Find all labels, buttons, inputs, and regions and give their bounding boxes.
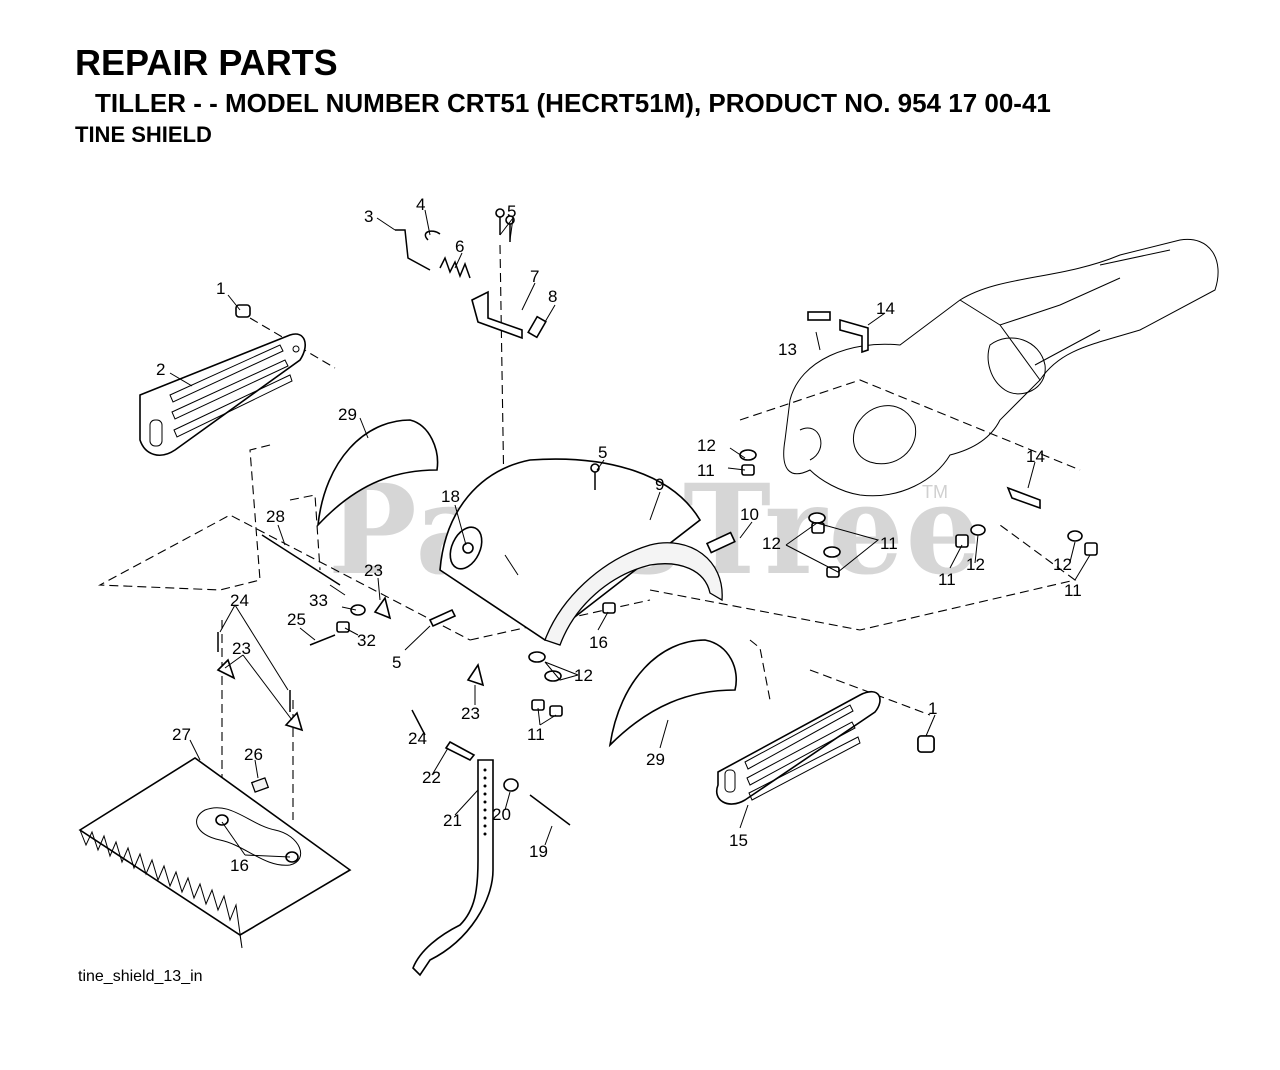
callout-23-mid: 23 [364, 561, 383, 580]
callout-27: 27 [172, 725, 191, 744]
callout-15: 15 [729, 831, 748, 850]
callout-12-c: 12 [966, 555, 985, 574]
callout-23-low: 23 [461, 704, 480, 723]
callout-leaders [169, 209, 1091, 858]
callout-32: 32 [357, 631, 376, 650]
callout-16-low: 16 [230, 856, 249, 875]
callout-5-mid: 5 [598, 443, 607, 462]
callout-labels: 1 2 3 4 5 6 7 8 29 5 9 10 12 11 13 14 14… [156, 195, 1082, 875]
callout-1-top: 1 [216, 279, 225, 298]
callout-8: 8 [548, 287, 557, 306]
callout-12-a: 12 [697, 436, 716, 455]
callout-4: 4 [416, 195, 425, 214]
callout-25: 25 [287, 610, 306, 629]
hardware-parts [216, 208, 1098, 826]
callout-29-left: 29 [338, 405, 357, 424]
callout-14-top: 14 [876, 299, 895, 318]
callout-2: 2 [156, 360, 165, 379]
callout-19: 19 [529, 842, 548, 861]
callout-18: 18 [441, 487, 460, 506]
callout-16-mid: 16 [589, 633, 608, 652]
callout-5-low: 5 [392, 653, 401, 672]
callout-33: 33 [309, 591, 328, 610]
tiller-housing [783, 238, 1219, 497]
callout-20: 20 [492, 805, 511, 824]
callout-24-top: 24 [230, 591, 249, 610]
section-title: TINE SHIELD [75, 122, 212, 147]
page-title: REPAIR PARTS [75, 42, 338, 83]
callout-11-e: 11 [527, 725, 545, 744]
callout-12-b: 12 [762, 534, 781, 553]
callout-12-d: 12 [1053, 555, 1072, 574]
callout-28: 28 [266, 507, 285, 526]
tine-deflector [78, 757, 352, 949]
depth-stake [412, 759, 494, 977]
callout-14-right: 14 [1026, 447, 1045, 466]
callout-26: 26 [244, 745, 263, 764]
callout-1-right: 1 [928, 699, 937, 718]
callout-11-d: 11 [1064, 581, 1082, 600]
tine-shield-inner-right [608, 639, 737, 748]
diagram-file-label: tine_shield_13_in [78, 968, 203, 985]
callout-5-top: 5 [507, 202, 516, 221]
callout-11-a: 11 [697, 461, 715, 480]
callout-11-c: 11 [938, 570, 956, 589]
trademark-mark: TM [922, 482, 948, 502]
callout-21: 21 [443, 811, 462, 830]
callout-23-left: 23 [232, 639, 251, 658]
callout-13: 13 [778, 340, 797, 359]
callout-3: 3 [364, 207, 373, 226]
tine-shield-inner-left [316, 419, 439, 528]
main-tine-shield [439, 458, 723, 646]
callout-29-right: 29 [646, 750, 665, 769]
model-subtitle: TILLER - - MODEL NUMBER CRT51 (HECRT51M)… [95, 88, 1051, 118]
callout-6: 6 [455, 237, 464, 256]
callout-24-low: 24 [408, 729, 427, 748]
callout-11-b: 11 [880, 534, 898, 553]
side-plate-right [715, 690, 935, 805]
callout-9: 9 [655, 475, 664, 494]
callout-12-e: 12 [574, 666, 593, 685]
callout-7: 7 [530, 267, 539, 286]
callout-22: 22 [422, 768, 441, 787]
assembly-guide-lines [97, 244, 1081, 820]
callout-10: 10 [740, 505, 759, 524]
side-plate-left [139, 304, 306, 456]
